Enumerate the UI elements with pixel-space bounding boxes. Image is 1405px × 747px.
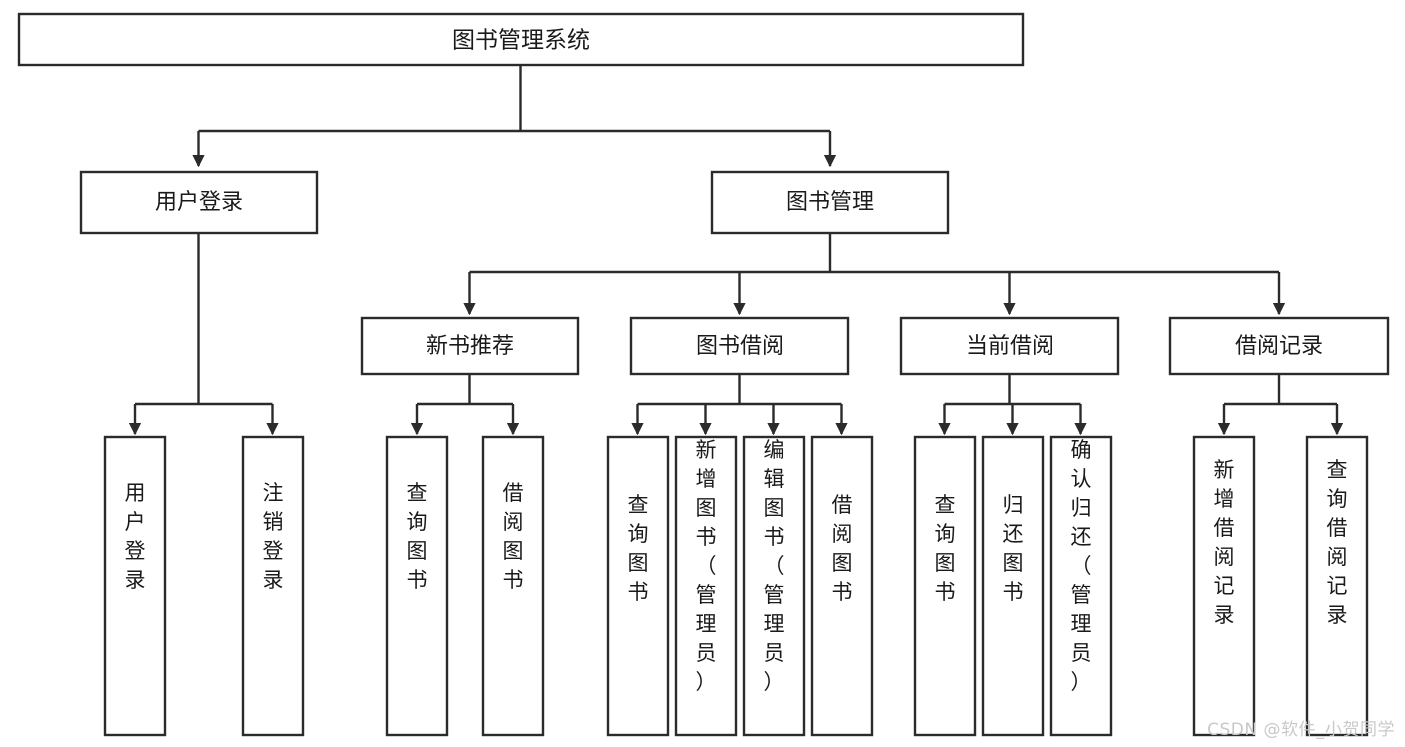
leaf-user-login-1-box	[103, 435, 167, 737]
node-current-borrow-box	[899, 316, 1120, 376]
node-user-login-label: 用户登录	[155, 190, 243, 215]
node-book-borrow[interactable]: 图书借阅	[629, 316, 850, 376]
leaf-book-borrow-1-label: 查询图书	[628, 493, 649, 604]
leaf-user-login-2-box	[241, 435, 305, 737]
node-current-borrow-label: 当前借阅	[966, 334, 1054, 359]
leaf-current-borrow-3-label: 确认归还（管理员）	[1071, 438, 1092, 694]
node-book-manage-label: 图书管理	[786, 190, 874, 215]
leaf-book-borrow-3[interactable]: 编辑图书（管理员）	[742, 435, 806, 737]
node-book-borrow-label: 图书借阅	[696, 334, 784, 359]
leaf-borrow-record-1[interactable]: 新增借阅记录	[1192, 435, 1256, 737]
leaf-book-borrow-1[interactable]: 查询图书	[606, 435, 670, 737]
leaf-book-borrow-3-label: 编辑图书（管理员）	[764, 438, 785, 694]
csdn-watermark: CSDN @软件_小贺同学	[1207, 720, 1395, 740]
node-book-borrow-box	[629, 316, 850, 376]
node-borrow-record[interactable]: 借阅记录	[1168, 316, 1390, 376]
leaf-current-borrow-2[interactable]: 归还图书	[981, 435, 1045, 737]
leaf-current-borrow-1-box	[913, 435, 977, 737]
node-new-book-recommend-label: 新书推荐	[426, 334, 514, 359]
node-borrow-record-box	[1168, 316, 1390, 376]
leaf-book-borrow-3-box	[742, 435, 806, 737]
leaf-borrow-record-2-label: 查询借阅记录	[1327, 458, 1348, 627]
node-new-book-recommend-box	[360, 316, 580, 376]
leaf-new-book-2[interactable]: 借阅图书	[481, 435, 545, 737]
node-book-manage[interactable]: 图书管理	[710, 170, 950, 235]
node-book-manage-box	[710, 170, 950, 235]
leaf-current-borrow-3[interactable]: 确认归还（管理员）	[1049, 435, 1113, 737]
leaf-book-borrow-1-box	[606, 435, 670, 737]
node-new-book-recommend[interactable]: 新书推荐	[360, 316, 580, 376]
node-user-login-box	[79, 170, 319, 235]
node-current-borrow[interactable]: 当前借阅	[899, 316, 1120, 376]
leaf-new-book-1-label: 查询图书	[407, 481, 428, 592]
node-user-login[interactable]: 用户登录	[79, 170, 319, 235]
connectors	[128, 65, 1344, 436]
leaf-new-book-2-box	[481, 435, 545, 737]
leaf-current-borrow-1-label: 查询图书	[935, 493, 956, 604]
leaf-current-borrow-1[interactable]: 查询图书	[913, 435, 977, 737]
leaf-book-borrow-4-box	[810, 435, 874, 737]
leaf-new-book-1[interactable]: 查询图书	[385, 435, 449, 737]
leaf-current-borrow-3-box	[1049, 435, 1113, 737]
leaf-book-borrow-2[interactable]: 新增图书（管理员）	[674, 435, 738, 737]
leaf-user-login-2[interactable]: 注销登录	[241, 435, 305, 737]
leaf-user-login-2-label: 注销登录	[263, 481, 284, 592]
leaf-book-borrow-2-label: 新增图书（管理员）	[696, 438, 717, 694]
leaf-borrow-record-1-box	[1192, 435, 1256, 737]
node-root-label: 图书管理系统	[452, 28, 590, 54]
leaf-user-login-1[interactable]: 用户登录	[103, 435, 167, 737]
leaf-book-borrow-4-label: 借阅图书	[832, 493, 853, 604]
leaf-book-borrow-4[interactable]: 借阅图书	[810, 435, 874, 737]
node-root-library-system[interactable]: 图书管理系统	[17, 12, 1025, 67]
leaf-new-book-1-box	[385, 435, 449, 737]
node-borrow-record-label: 借阅记录	[1235, 334, 1323, 359]
leaf-new-book-2-label: 借阅图书	[503, 481, 524, 592]
leaf-book-borrow-2-box	[674, 435, 738, 737]
leaf-current-borrow-2-label: 归还图书	[1003, 493, 1024, 604]
leaf-user-login-1-label: 用户登录	[125, 481, 146, 592]
leaf-current-borrow-2-box	[981, 435, 1045, 737]
leaf-borrow-record-1-label: 新增借阅记录	[1214, 458, 1235, 627]
node-root-box	[17, 12, 1025, 67]
leaf-borrow-record-2[interactable]: 查询借阅记录	[1305, 435, 1369, 737]
leaf-borrow-record-2-box	[1305, 435, 1369, 737]
